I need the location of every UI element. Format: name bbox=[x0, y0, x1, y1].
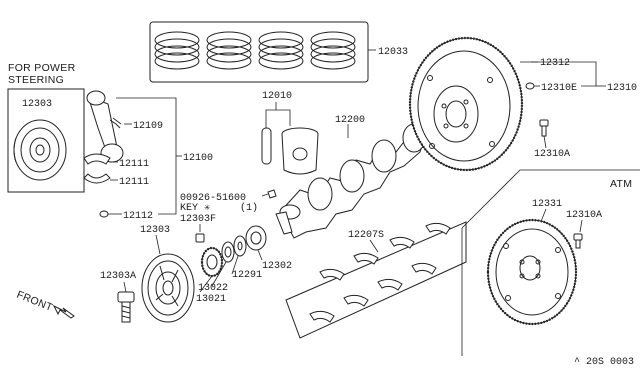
pilot-bushing bbox=[525, 82, 535, 90]
spacer-washer bbox=[221, 241, 235, 263]
pulley-bolt bbox=[117, 291, 135, 323]
connecting-rod bbox=[86, 90, 124, 163]
drive-plate-bolt bbox=[573, 233, 583, 249]
label-12310E: 12310E bbox=[541, 83, 577, 94]
atm-section-divider bbox=[461, 169, 640, 356]
oil-thrower bbox=[233, 235, 247, 257]
label-12310A-top: 12310A bbox=[534, 149, 570, 160]
crankshaft bbox=[275, 123, 426, 239]
label-12303-power-steering: 12303 bbox=[22, 99, 52, 110]
crankshaft-pulley bbox=[141, 253, 195, 323]
label-key: KEY bbox=[180, 203, 198, 214]
label-12033: 12033 bbox=[378, 47, 408, 58]
label-12291: 12291 bbox=[232, 270, 262, 281]
piston bbox=[281, 127, 319, 175]
label-12331: 12331 bbox=[532, 199, 562, 210]
label-12112: 12112 bbox=[123, 211, 153, 222]
label-12111-b: 12111 bbox=[119, 177, 149, 188]
woodruff-key bbox=[267, 189, 277, 199]
atm-header: ATM bbox=[610, 178, 632, 190]
label-12010: 12010 bbox=[262, 91, 292, 102]
rod-bearing-lower bbox=[83, 173, 111, 184]
crankshaft-sprocket bbox=[200, 246, 224, 278]
label-12310A-atm: 12310A bbox=[566, 210, 602, 221]
pulley-bolt-small bbox=[195, 233, 205, 243]
label-13021: 13021 bbox=[196, 294, 226, 305]
flywheel bbox=[408, 36, 524, 172]
label-12312: 12312 bbox=[540, 58, 570, 69]
rod-bearing-upper bbox=[83, 153, 111, 165]
piston-pin bbox=[261, 127, 272, 165]
power-steering-header-line1: FOR POWER bbox=[8, 62, 76, 74]
label-12100: 12100 bbox=[183, 153, 213, 164]
label-12111-a: 12111 bbox=[119, 159, 149, 170]
drive-plate bbox=[486, 218, 578, 326]
front-direction-label: FRONT bbox=[15, 289, 55, 314]
piston-ring-set bbox=[149, 21, 376, 83]
flywheel-bolt bbox=[539, 119, 549, 137]
label-12303F: 12303F bbox=[180, 214, 216, 225]
label-12310: 12310 bbox=[607, 83, 637, 94]
key-symbol: ✳ bbox=[204, 203, 210, 214]
label-key-quantity: (1) bbox=[240, 202, 258, 214]
label-00926-51600: 00926-51600 bbox=[180, 193, 246, 204]
crankshaft-front-seal bbox=[245, 225, 267, 251]
label-12109: 12109 bbox=[133, 121, 163, 132]
power-steering-header-line2: STEERING bbox=[8, 74, 64, 86]
label-12200: 12200 bbox=[335, 115, 365, 126]
main-bearing-set bbox=[285, 221, 467, 339]
label-12303A: 12303A bbox=[100, 271, 136, 282]
rod-nut bbox=[99, 210, 109, 218]
label-13022: 13022 bbox=[198, 283, 228, 294]
label-12302: 12302 bbox=[262, 261, 292, 272]
power-steering-pulley-inset bbox=[7, 88, 85, 193]
front-arrow-icon bbox=[52, 304, 75, 319]
label-12303: 12303 bbox=[140, 225, 170, 236]
diagram-code: ^ 20S 0003 bbox=[574, 357, 634, 368]
label-12207S: 12207S bbox=[348, 230, 384, 241]
